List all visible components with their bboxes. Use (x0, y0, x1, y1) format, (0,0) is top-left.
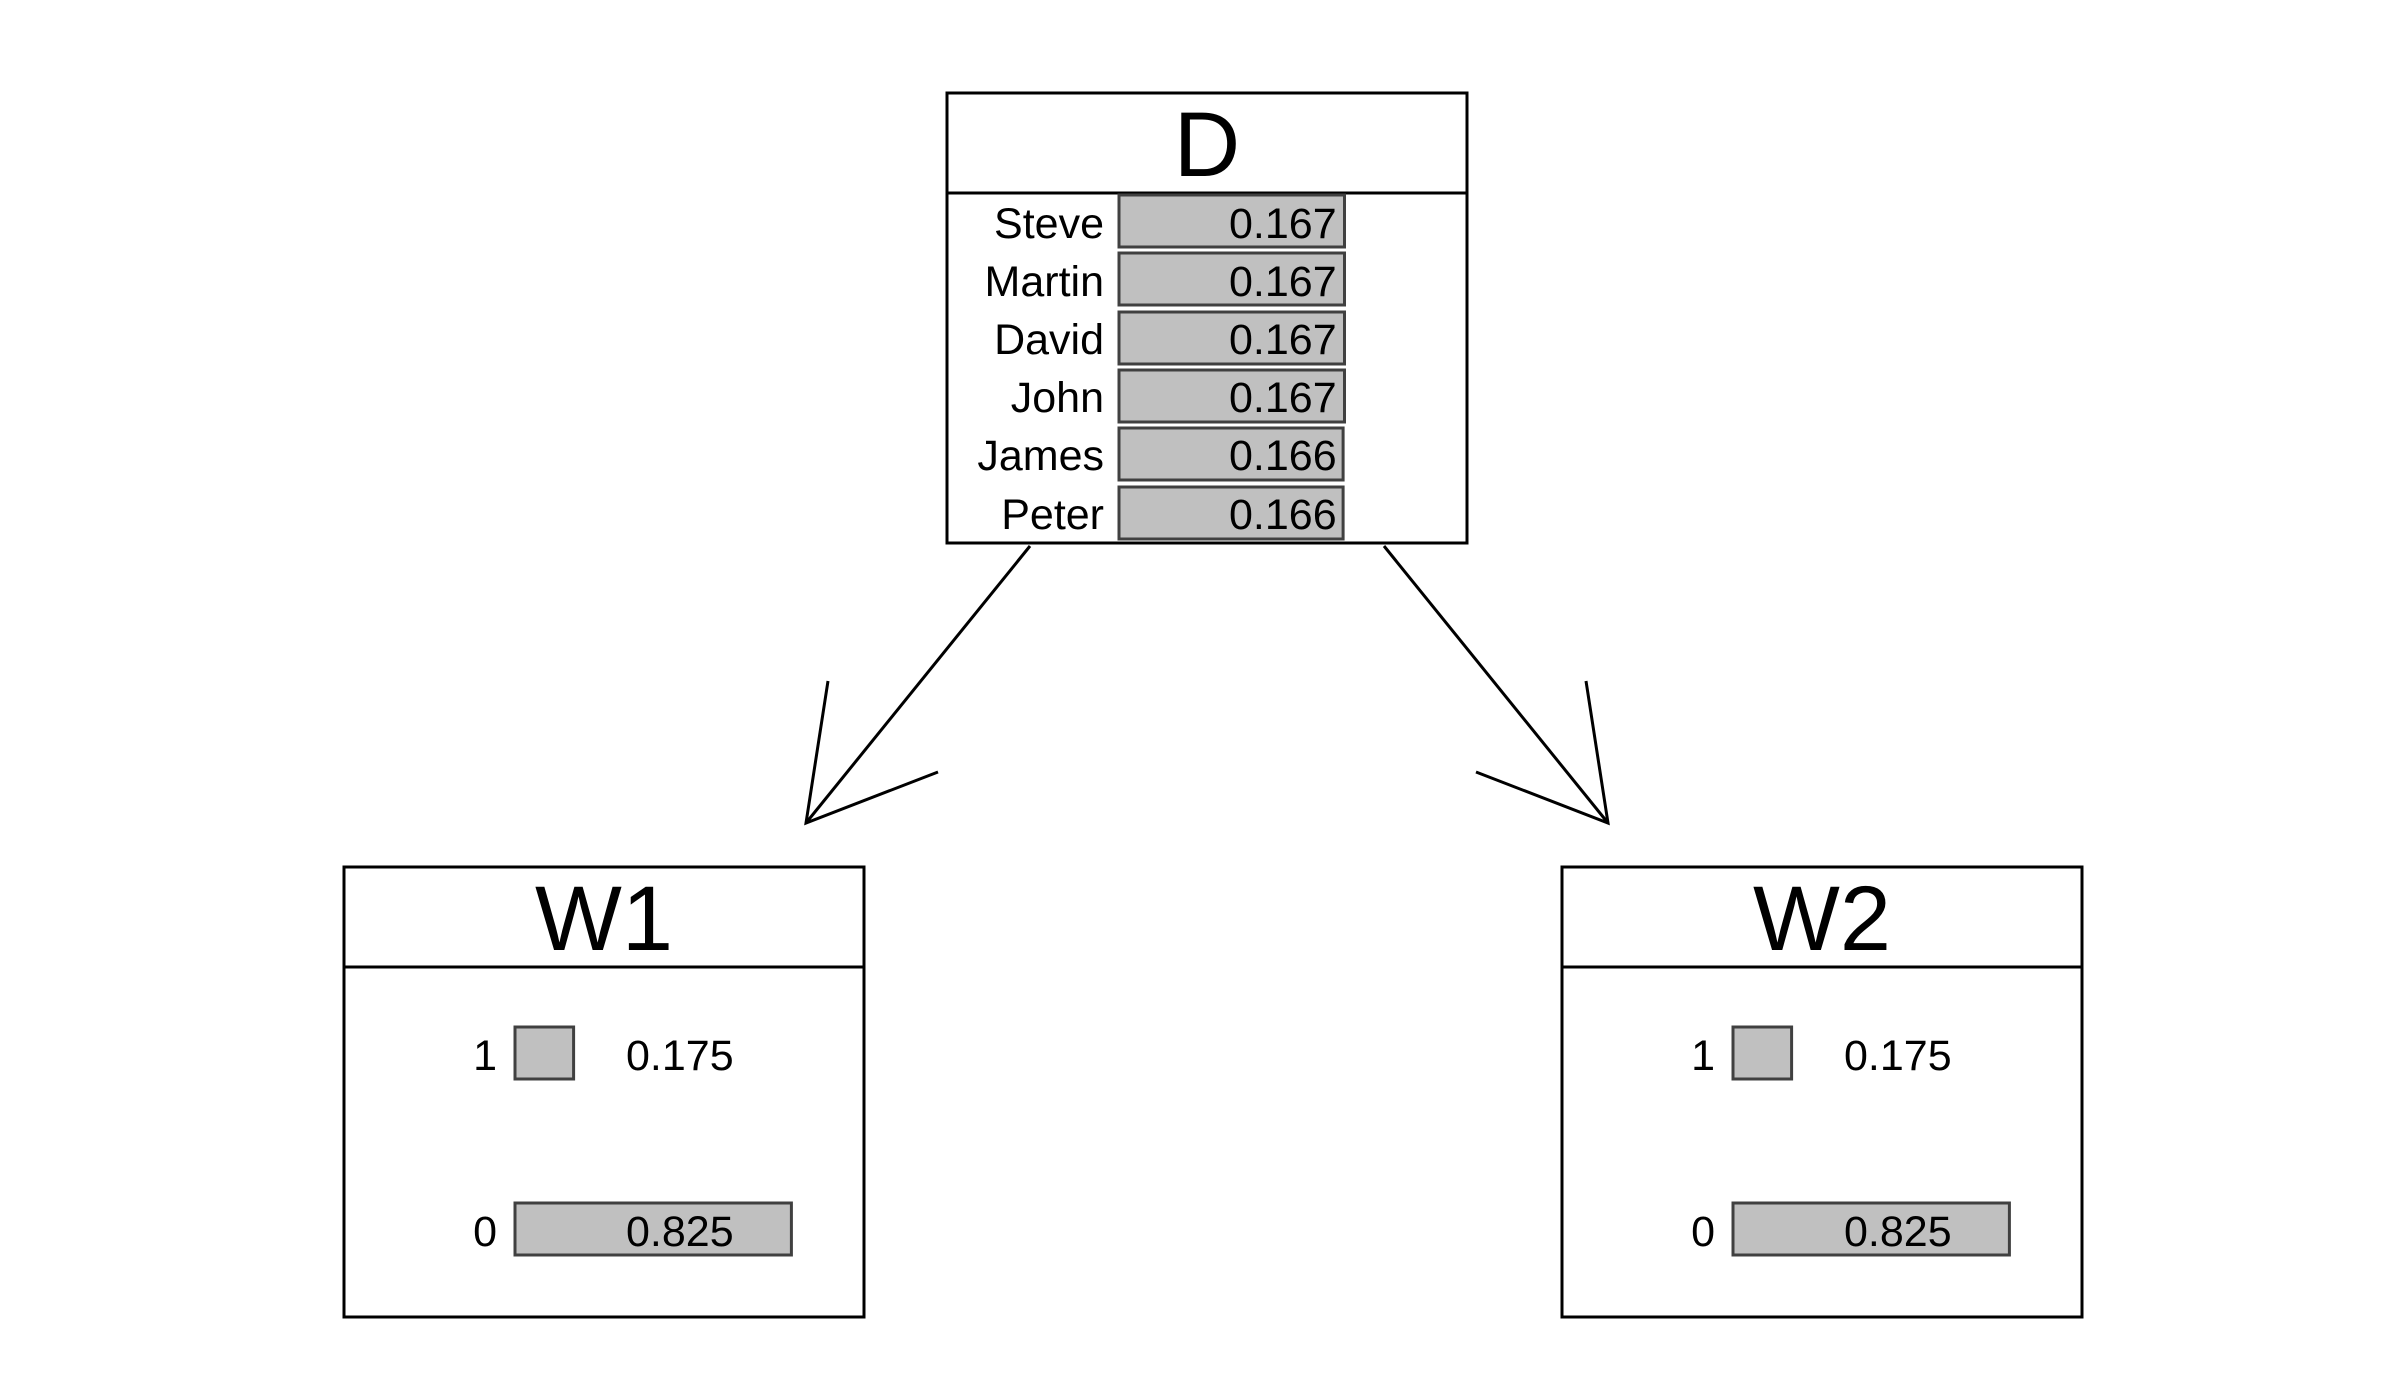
node-d-state-row: Peter 0.166 (1001, 485, 1345, 541)
node-w1: W1 1 0.175 0 0.825 (342, 865, 866, 1319)
node-w2-state-label: 1 (1691, 1032, 1715, 1080)
node-d-state-bar (1117, 485, 1345, 541)
node-d-state-prob: 0.166 (1229, 432, 1337, 480)
node-w1-state-row: 0 0.825 (473, 1201, 793, 1257)
node-w1-state-bar (513, 1025, 576, 1081)
node-d-state-row: John 0.167 (1011, 368, 1346, 424)
node-d-state-label: James (977, 432, 1104, 480)
node-d-state-prob: 0.166 (1229, 491, 1337, 539)
node-w1-state-label: 1 (473, 1032, 497, 1080)
edge-d-w1-line (804, 545, 1032, 824)
node-w2-state-label: 0 (1691, 1208, 1715, 1256)
node-w2-state-bar (1731, 1201, 2011, 1257)
node-d-state-bar (1117, 251, 1346, 307)
node-d-state-bar (1117, 193, 1346, 249)
node-w2: W2 1 0.175 0 0.825 (1560, 865, 2084, 1319)
node-w1-state-bar (513, 1201, 793, 1257)
edge-d-w1-arrowhead (804, 680, 939, 826)
node-d-state-row: David 0.167 (994, 310, 1346, 366)
edge-d-to-w2 (1382, 545, 1610, 826)
node-d-state-row: Steve 0.167 (994, 193, 1346, 249)
node-w1-state-label: 0 (473, 1208, 497, 1256)
node-w2-state-prob: 0.825 (1844, 1208, 1952, 1256)
edge-d-w2-line (1382, 545, 1610, 824)
node-d-state-prob: 0.167 (1229, 374, 1337, 422)
node-d-state-prob: 0.167 (1229, 258, 1337, 306)
node-d-state-label: John (1011, 374, 1104, 422)
node-d-state-label: Martin (985, 258, 1104, 306)
node-d: D Steve 0.167 Martin 0.167 David 0.167 J… (945, 91, 1469, 545)
edge-d-to-w1 (804, 545, 1032, 826)
node-d-state-row: Martin 0.167 (985, 251, 1346, 307)
node-w2-state-row: 1 0.175 (1691, 1025, 1952, 1081)
node-w1-state-row: 1 0.175 (473, 1025, 734, 1081)
node-w1-state-prob: 0.825 (626, 1208, 734, 1256)
node-w1-state-prob: 0.175 (626, 1032, 734, 1080)
node-d-state-prob: 0.167 (1229, 316, 1337, 364)
node-d-state-bar (1117, 310, 1346, 366)
node-d-state-bar (1117, 368, 1346, 424)
node-w2-state-prob: 0.175 (1844, 1032, 1952, 1080)
edge-d-w2-arrowhead (1475, 680, 1610, 826)
node-d-state-label: David (994, 316, 1104, 364)
node-d-state-label: Steve (994, 200, 1104, 248)
node-d-state-bar (1117, 426, 1345, 482)
node-w2-title: W2 (1753, 868, 1891, 970)
node-w2-state-bar (1731, 1025, 1794, 1081)
node-d-state-label: Peter (1001, 491, 1104, 539)
node-d-state-row: James 0.166 (977, 426, 1345, 482)
node-d-state-prob: 0.167 (1229, 200, 1337, 248)
node-w1-title: W1 (535, 868, 673, 970)
node-w2-state-row: 0 0.825 (1691, 1201, 2011, 1257)
node-d-title: D (1174, 94, 1240, 196)
